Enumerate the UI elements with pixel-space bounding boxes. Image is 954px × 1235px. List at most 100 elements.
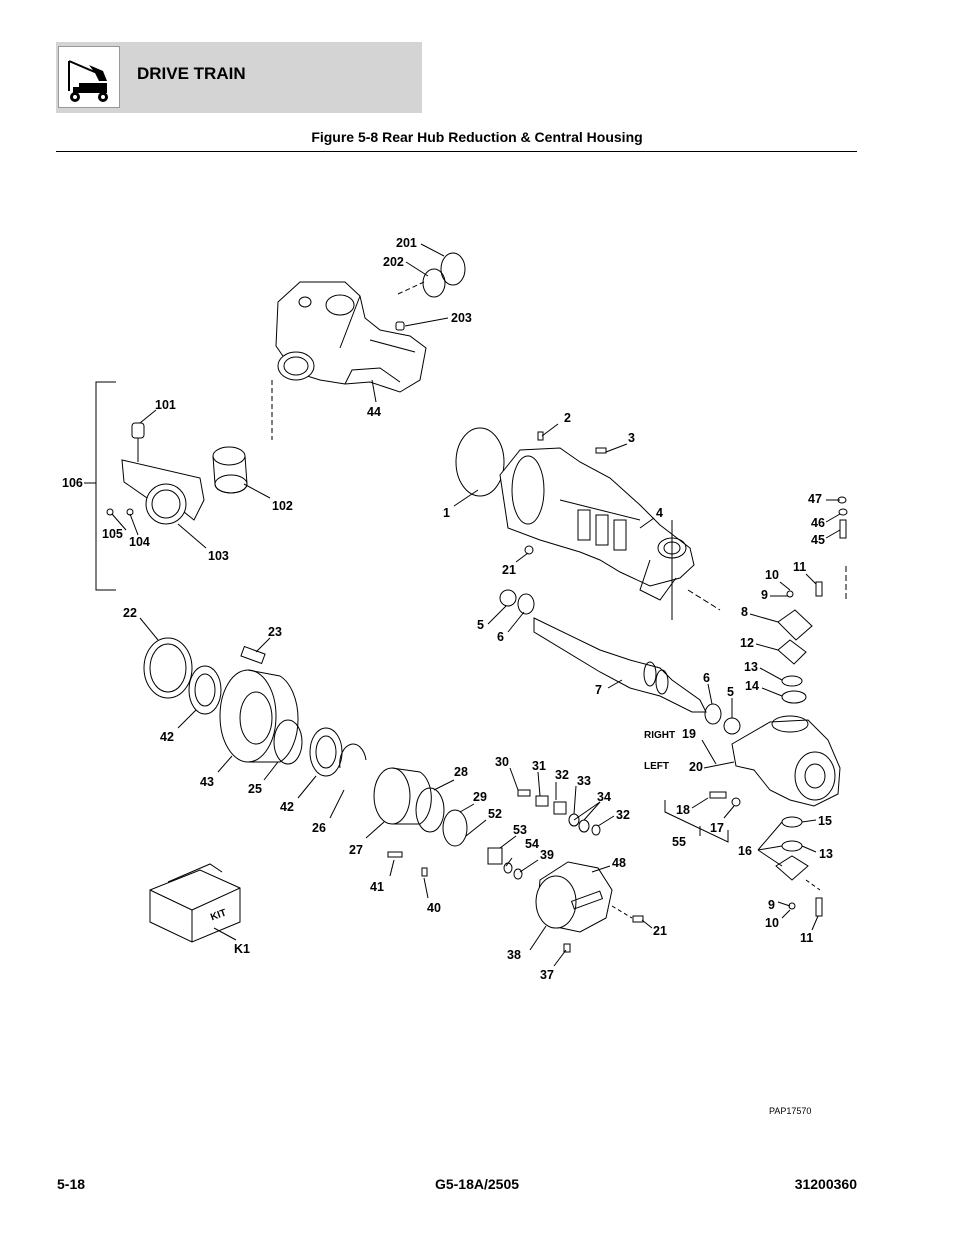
seal-22-drawing [143,637,193,699]
callout-45: 45 [811,533,825,547]
callout-201: 201 [396,236,417,250]
o-ring-25-drawing [273,719,303,765]
drive-shaft-drawing [533,617,707,713]
kingpin-lower-drawing [775,816,823,917]
callout-32-upper: 32 [555,768,569,782]
callout-44: 44 [367,405,381,419]
bearing-42b-drawing [309,727,343,777]
group-55-bracket [664,800,729,843]
pivot-bracket-drawing [121,422,205,525]
callout-53: 53 [513,823,527,837]
callout-42-right: 42 [280,800,294,814]
ring-201-drawing [440,252,466,286]
callout-52: 52 [488,807,502,821]
callout-15: 15 [818,814,832,828]
callout-1: 1 [443,506,450,520]
callout-104: 104 [129,535,150,549]
callout-30: 30 [495,755,509,769]
section-title: DRIVE TRAIN [137,64,246,83]
callout-46: 46 [811,516,825,530]
callout-3: 3 [628,431,635,445]
callout-k1: K1 [234,942,250,956]
sun-gear-52-drawing [487,847,503,865]
ring-gear-drawing [373,767,432,825]
callout-18: 18 [676,803,690,817]
callout-33: 33 [577,774,591,788]
callout-21-upper: 21 [502,563,516,577]
callout-102: 102 [272,499,293,513]
callout-39: 39 [540,848,554,862]
callout-101: 101 [155,398,176,412]
hub-cover-drawing [535,861,613,933]
callout-203: 203 [451,311,472,325]
telehandler-logo-icon [58,46,120,108]
callout-23: 23 [268,625,282,639]
o-ring-1-drawing [455,427,505,497]
bearing-42-drawing [188,665,222,715]
callout-11-upper: 11 [793,560,806,574]
figure-id: PAP17570 [769,1106,811,1116]
callout-9-upper: 9 [761,588,768,602]
model-number: G5-18A/2505 [434,1176,520,1192]
callout-14: 14 [745,679,759,693]
header-rule [56,151,857,152]
callout-19: 19 [682,727,696,741]
callout-38: 38 [507,948,521,962]
callout-34: 34 [597,790,611,804]
kit-box-label: KIT [209,907,228,923]
plate-29-drawing [442,809,468,847]
callout-2: 2 [564,411,571,425]
callout-202: 202 [383,255,404,269]
kit-box-icon [149,863,241,943]
callout-40: 40 [427,901,441,915]
callout-4: 4 [656,506,663,520]
callout-28: 28 [454,765,468,779]
callout-13-upper: 13 [744,660,758,674]
callout-25: 25 [248,782,262,796]
snap-ring-26-drawing [339,743,367,769]
callout-37: 37 [540,968,554,982]
callout-16: 16 [738,844,752,858]
plug-203-drawing [395,321,405,331]
right-label: RIGHT [644,730,675,741]
callout-11-lower: 11 [800,931,813,945]
callout-27: 27 [349,843,363,857]
callout-10-lower: 10 [765,916,779,930]
gear-carrier-28-drawing [415,787,445,833]
callout-13-lower: 13 [819,847,833,861]
page-number: 5-18 [57,1176,86,1192]
callout-6-right: 6 [703,671,710,685]
callout-106: 106 [62,476,83,490]
callout-17: 17 [710,821,724,835]
axle-housing-drawing [499,447,695,601]
callout-48: 48 [612,856,626,870]
callout-12: 12 [740,636,754,650]
callout-43: 43 [200,775,214,789]
callout-20: 20 [689,760,703,774]
figure-title: Figure 5-8 Rear Hub Reduction & Central … [311,129,643,145]
manual-part-number: 31200360 [794,1176,857,1192]
callout-9-lower: 9 [768,898,775,912]
ring-202-drawing [422,268,446,298]
left-label: LEFT [644,761,669,772]
bushing-102-drawing [212,446,248,494]
callout-22: 22 [123,606,137,620]
callout-7: 7 [595,683,602,697]
callout-29: 29 [473,790,487,804]
callout-105: 105 [102,527,123,541]
callout-26: 26 [312,821,326,835]
wheel-hub-drawing [219,669,299,763]
callout-21-lower: 21 [653,924,667,938]
callout-10-upper: 10 [765,568,779,582]
callout-42-left: 42 [160,730,174,744]
kingpin-upper-drawing [777,496,848,704]
callout-32-right: 32 [616,808,630,822]
callout-103: 103 [208,549,229,563]
callout-5-right: 5 [727,685,734,699]
callout-8: 8 [741,605,748,619]
callout-41: 41 [370,880,384,894]
steering-knuckle-drawing [731,715,841,807]
callout-31: 31 [532,759,546,773]
callout-6-left: 6 [497,630,504,644]
